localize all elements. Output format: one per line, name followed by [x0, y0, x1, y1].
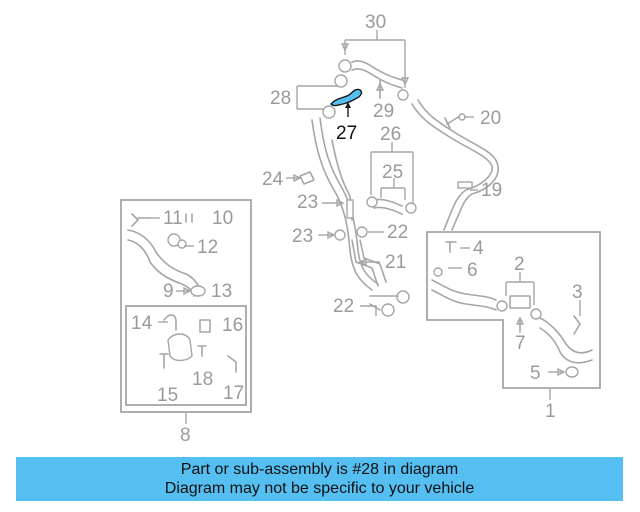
callout-14: 14 [131, 313, 153, 334]
callout-26: 25 [382, 162, 403, 183]
banner-line-2: Diagram may not be specific to your vehi… [164, 480, 475, 497]
clamp-22 [360, 290, 410, 317]
callout-2: 2 [514, 254, 525, 275]
callout-29: 28 [270, 88, 291, 109]
callout-12: 12 [197, 237, 218, 258]
info-banner: Part or sub-assembly is #28 in diagram D… [16, 457, 623, 501]
hose-28-highlighted [330, 88, 363, 117]
fitting-14-18 [158, 314, 237, 373]
callout-20: 20 [480, 108, 501, 129]
callout-23-right: 22 [387, 222, 408, 243]
banner-line-1: Part or sub-assembly is #28 in diagram [180, 461, 459, 478]
callout-6: 6 [467, 260, 478, 281]
callout-5: 5 [530, 363, 541, 384]
hose-6 [431, 241, 497, 311]
hose-31 [338, 59, 409, 101]
callout-21: 21 [385, 252, 406, 273]
callout-31: 30 [365, 12, 386, 33]
clamp-5 [548, 366, 579, 378]
callout-27: 26 [380, 124, 401, 145]
callout-15: 15 [157, 385, 178, 406]
bracket-27 [370, 142, 414, 205]
clip-25 [286, 171, 315, 185]
pipe-24 [311, 117, 379, 291]
bracket-29 [296, 85, 338, 110]
callout-23-left: 23 [292, 226, 313, 247]
callout-4: 4 [473, 238, 484, 259]
callout-labels: 30 28 29 27 20 26 25 24 19 23 23 22 21 2… [131, 12, 583, 446]
clamp-23 [318, 226, 384, 241]
bracket-2 [505, 272, 535, 305]
bolt-20 [444, 113, 474, 129]
bracket-26 [380, 178, 406, 200]
callout-22-visible: 22 [333, 296, 354, 317]
hose-21 [351, 239, 387, 287]
callout-3: 3 [572, 282, 583, 303]
callout-19: 19 [481, 180, 502, 201]
fitting-2-7 [496, 295, 542, 333]
hose-3 [539, 300, 593, 364]
callout-7: 7 [515, 333, 526, 354]
parts-diagram: 30 28 29 27 20 26 25 24 19 23 23 22 21 2… [120, 12, 601, 446]
callout-16: 16 [222, 315, 243, 336]
callout-9: 9 [163, 281, 174, 302]
clamp-9 [176, 285, 206, 297]
callout-28: 27 [336, 123, 357, 144]
callout-1: 1 [545, 401, 556, 422]
callout-13: 13 [211, 281, 232, 302]
pipe-19 [411, 99, 499, 231]
assembly-box-1 [426, 231, 601, 400]
callout-17: 17 [223, 383, 244, 404]
bracket-31 [340, 30, 410, 88]
callout-24: 23 [297, 192, 318, 213]
hose-26 [366, 196, 417, 215]
callout-8: 8 [180, 425, 191, 446]
callout-11: 11 [163, 208, 183, 229]
assembly-box-8 [120, 199, 252, 424]
callout-10: 10 [212, 208, 233, 229]
callout-30: 29 [373, 101, 394, 122]
callout-18: 18 [192, 369, 213, 390]
clamp-29 [322, 74, 348, 119]
callout-25: 24 [262, 169, 284, 190]
